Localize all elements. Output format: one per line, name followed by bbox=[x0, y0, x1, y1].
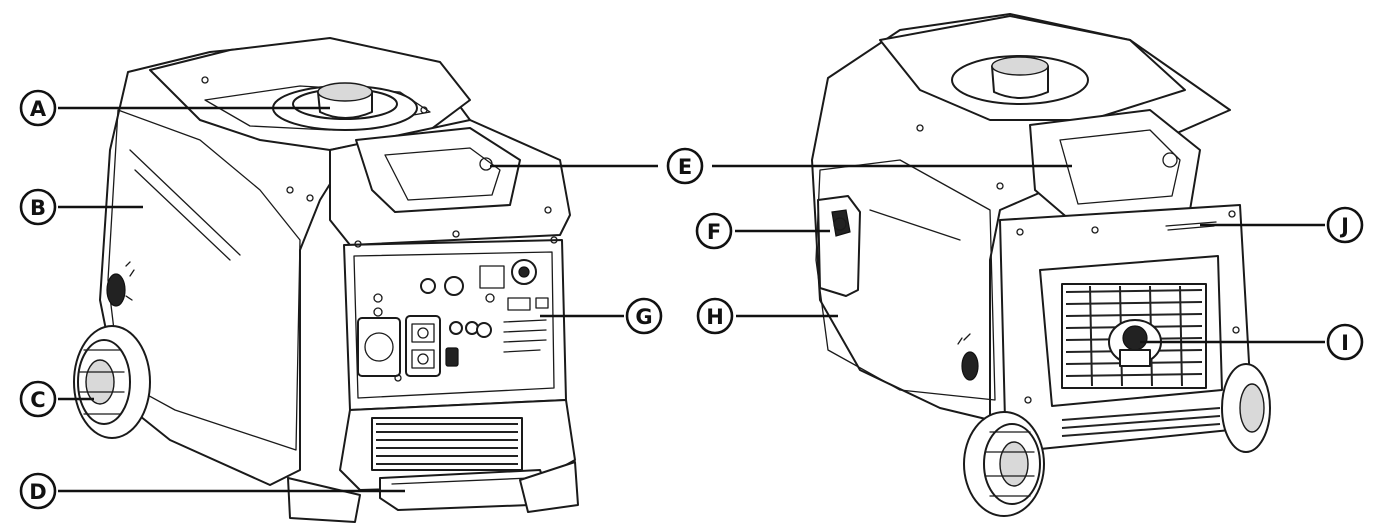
callout-h-label: H bbox=[706, 305, 724, 329]
callout-b: B bbox=[19, 188, 57, 226]
wheel-rear-left bbox=[963, 411, 1045, 517]
leader-lines bbox=[58, 106, 1325, 493]
callout-h: H bbox=[696, 297, 734, 335]
callout-i: I bbox=[1326, 323, 1364, 361]
callout-j: J bbox=[1326, 206, 1364, 244]
carry-handle-top bbox=[355, 127, 521, 213]
callout-g: G bbox=[625, 297, 663, 335]
callout-i-label: I bbox=[1341, 331, 1349, 355]
callout-e-label: E bbox=[678, 155, 692, 179]
side-panel-h bbox=[815, 159, 996, 401]
generator-front-view bbox=[73, 37, 579, 523]
fuel-valve-knob bbox=[106, 273, 126, 307]
callout-f-label: F bbox=[707, 220, 721, 244]
side-access-door bbox=[817, 195, 861, 297]
callout-e: E bbox=[666, 147, 704, 185]
outlet-30a bbox=[357, 317, 401, 377]
rear-vent-slot bbox=[1165, 221, 1217, 231]
wheel-front bbox=[73, 325, 151, 439]
callout-d: D bbox=[19, 472, 57, 510]
callout-g-label: G bbox=[635, 305, 652, 329]
side-panel-b bbox=[107, 109, 301, 451]
muffler-outlet bbox=[1108, 319, 1162, 367]
callout-d-label: D bbox=[29, 480, 46, 504]
callout-a-label: A bbox=[30, 97, 47, 121]
callout-j-label: J bbox=[1339, 214, 1349, 238]
callout-f: F bbox=[695, 212, 733, 250]
front-grille bbox=[371, 417, 523, 471]
callout-b-label: B bbox=[30, 196, 46, 220]
wheel-rear-right bbox=[1221, 363, 1271, 453]
fuel-valve-knob-rear bbox=[961, 351, 979, 381]
callout-a: A bbox=[19, 89, 57, 127]
generator-rear-view bbox=[811, 13, 1271, 517]
callout-c: C bbox=[19, 380, 57, 418]
callout-c-label: C bbox=[30, 388, 45, 412]
outlet-duplex bbox=[405, 315, 441, 377]
